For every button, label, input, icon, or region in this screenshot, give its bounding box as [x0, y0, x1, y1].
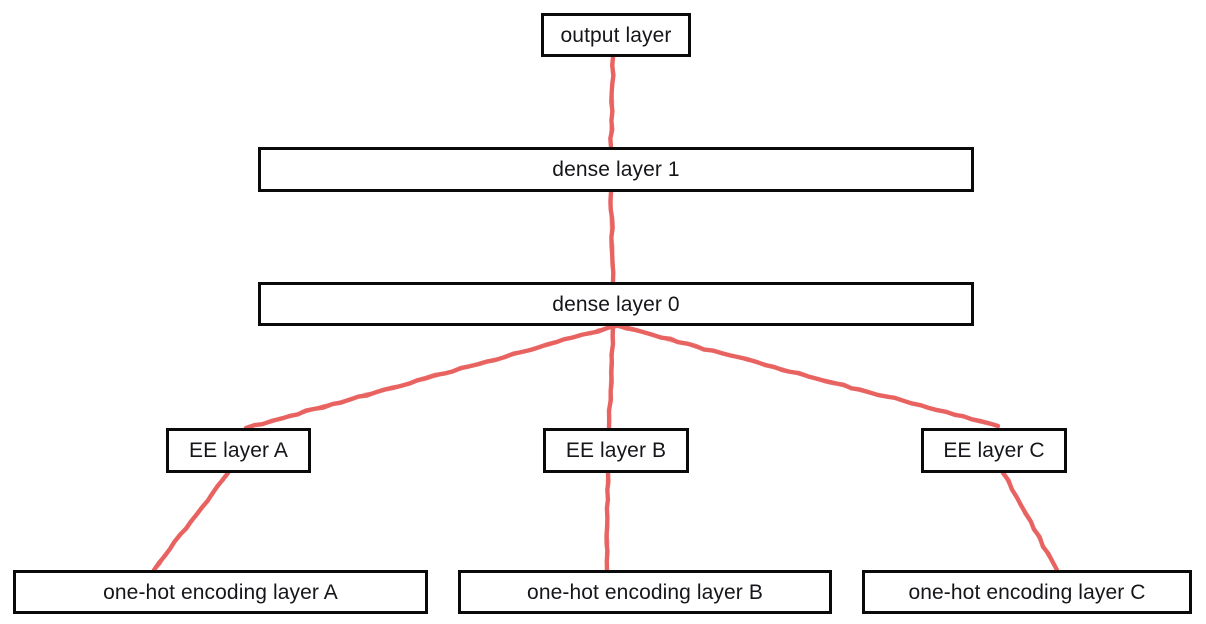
node-ee-layer-b[interactable]: EE layer B [543, 428, 689, 473]
node-dense-layer-1[interactable]: dense layer 1 [258, 147, 974, 192]
node-label-one-hot-encoding-layer-a: one-hot encoding layer A [103, 580, 338, 604]
edge-dense0-dense1 [608, 189, 616, 285]
node-label-one-hot-encoding-layer-b: one-hot encoding layer B [527, 580, 763, 604]
edge-ee-c-onehot-c [1000, 470, 1060, 573]
edge-dense0-ee-c [615, 323, 1001, 429]
node-label-dense-layer-0: dense layer 0 [552, 292, 680, 316]
node-ee-layer-c[interactable]: EE layer C [921, 428, 1067, 473]
node-one-hot-encoding-layer-b[interactable]: one-hot encoding layer B [458, 570, 832, 614]
node-label-ee-layer-a: EE layer A [188, 439, 289, 462]
edge-dense0-ee-b [606, 323, 616, 431]
node-label-one-hot-encoding-layer-c: one-hot encoding layer C [908, 580, 1146, 604]
edge-dense0-ee-a [243, 323, 619, 431]
node-label-ee-layer-b: EE layer B [565, 439, 667, 462]
node-dense-layer-0[interactable]: dense layer 0 [258, 282, 974, 326]
node-label-output-layer: output layer [560, 23, 672, 47]
edge-ee-b-onehot-b [604, 470, 611, 573]
node-one-hot-encoding-layer-c[interactable]: one-hot encoding layer C [862, 570, 1192, 614]
edge-ee-a-onehot-a [151, 470, 231, 573]
node-one-hot-encoding-layer-a[interactable]: one-hot encoding layer A [13, 570, 428, 614]
node-label-ee-layer-c: EE layer C [943, 439, 1045, 462]
node-label-dense-layer-1: dense layer 1 [552, 158, 680, 181]
node-output-layer[interactable]: output layer [541, 13, 691, 57]
node-ee-layer-a[interactable]: EE layer A [166, 428, 311, 473]
edge-dense1-output [608, 54, 616, 150]
